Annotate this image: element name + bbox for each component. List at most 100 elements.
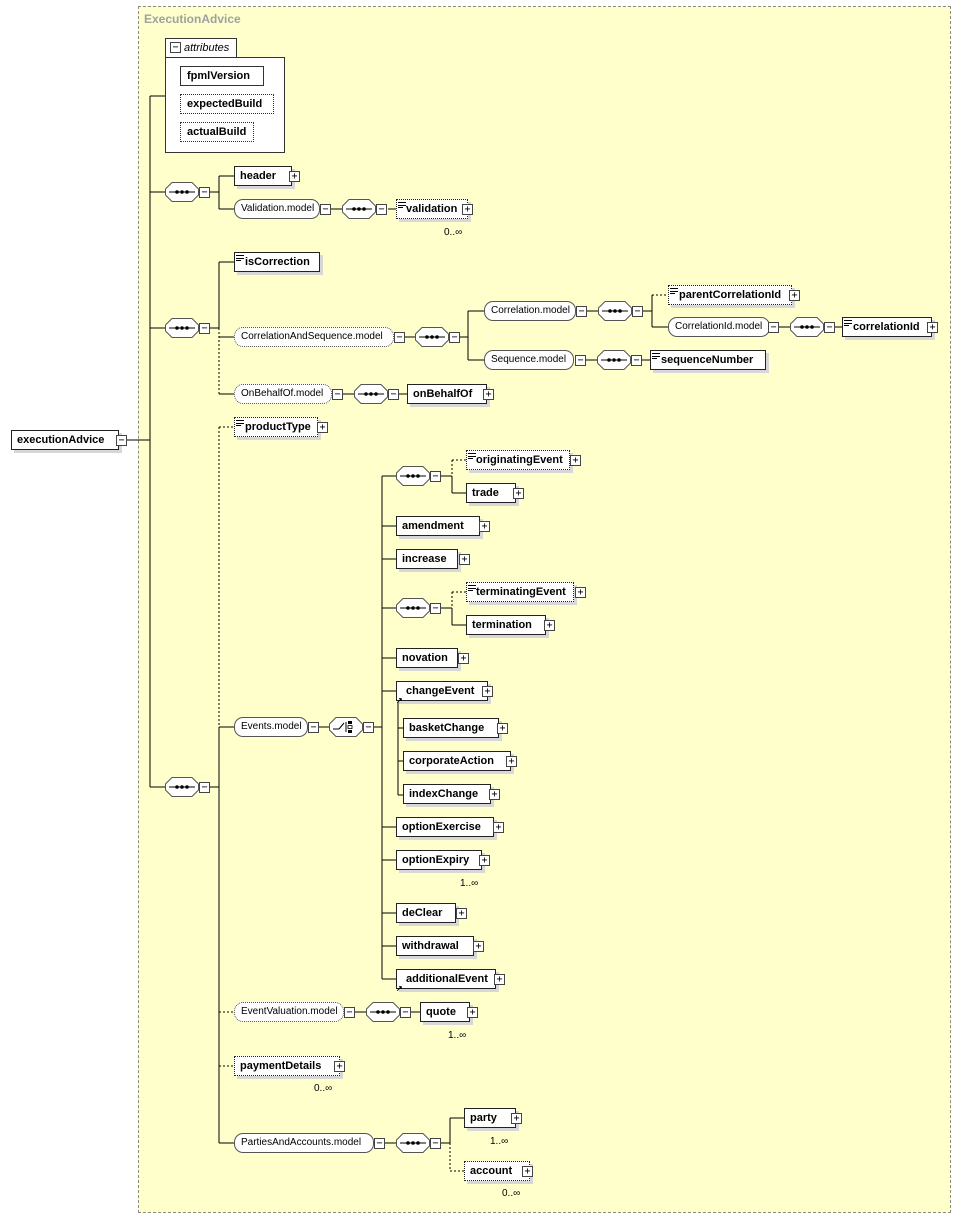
collapse-icon[interactable]: − [388,389,399,400]
collapse-icon[interactable]: − [199,782,210,793]
element-terminatingevent[interactable]: terminatingEvent [466,582,574,602]
expand-icon[interactable]: + [473,941,484,952]
element-account[interactable]: account [464,1161,533,1184]
attribute-fpmlversion[interactable]: fpmlVersion [180,66,264,86]
attribute-actualbuild[interactable]: actualBuild [180,122,254,142]
expand-icon[interactable]: + [482,686,493,697]
group-onbehalfof-model[interactable]: OnBehalfOf.model [234,384,332,404]
expand-icon[interactable]: + [789,290,800,301]
group-validation-model[interactable]: Validation.model [234,199,320,219]
element-basketchange[interactable]: basketChange [403,718,499,738]
expand-icon[interactable]: + [462,204,473,215]
collapse-icon[interactable]: − [575,355,586,366]
element-onbehalfof[interactable]: onBehalfOf [407,384,487,404]
sequence-compositor[interactable] [597,350,631,370]
collapse-icon[interactable]: − [824,322,835,333]
group-partiesandaccounts-model[interactable]: PartiesAndAccounts.model [234,1133,374,1153]
expand-icon[interactable]: + [497,723,508,734]
root-element-executionadvice[interactable]: executionAdvice [11,430,119,450]
element-validation[interactable]: validation [396,199,468,219]
group-eventvaluation-model[interactable]: EventValuation.model [234,1002,344,1022]
sequence-compositor[interactable] [396,598,430,618]
element-paymentdetails[interactable]: paymentDetails [234,1056,343,1079]
expand-icon[interactable]: + [522,1166,533,1177]
group-sequence-model[interactable]: Sequence.model [484,350,574,370]
collapse-icon[interactable]: − [374,1138,385,1149]
expand-icon[interactable]: + [334,1061,345,1072]
sequence-compositor[interactable] [165,182,199,202]
collapse-icon[interactable]: − [768,322,779,333]
collapse-icon[interactable]: − [199,323,210,334]
expand-icon[interactable]: + [479,855,490,866]
expand-icon[interactable]: + [289,171,300,182]
expand-icon[interactable]: + [456,908,467,919]
group-correlationandsequence-model[interactable]: CorrelationAndSequence.model [234,327,394,347]
element-additionalevent[interactable]: additionalEvent [396,969,496,989]
sequence-compositor[interactable] [415,327,449,347]
attributes-tab[interactable]: attributes [165,38,237,58]
choice-compositor[interactable] [329,717,363,737]
expand-icon[interactable]: + [479,521,490,532]
collapse-icon[interactable]: − [308,722,319,733]
element-optionexpiry[interactable]: optionExpiry [396,850,485,873]
collapse-icon[interactable]: − [344,1007,355,1018]
sequence-compositor[interactable] [165,318,199,338]
element-correlationid[interactable]: correlationId [842,317,932,337]
collapse-icon[interactable]: − [576,306,587,317]
expand-icon[interactable]: + [458,653,469,664]
expand-icon[interactable]: + [511,1113,522,1124]
collapse-icon[interactable]: − [394,332,405,343]
expand-icon[interactable]: + [489,789,500,800]
element-sequencenumber[interactable]: sequenceNumber [650,350,766,370]
collapse-icon[interactable]: − [632,306,643,317]
element-party[interactable]: party [464,1108,519,1131]
expand-icon[interactable]: + [493,822,504,833]
element-withdrawal[interactable]: withdrawal [396,936,474,956]
expand-icon[interactable]: + [483,389,494,400]
collapse-icon[interactable]: − [332,389,343,400]
expand-icon[interactable]: + [317,422,328,433]
element-termination[interactable]: termination [466,615,546,635]
element-indexchange[interactable]: indexChange [403,784,491,804]
element-iscorrection[interactable]: isCorrection [234,252,320,272]
element-quote[interactable]: quote [420,1002,473,1025]
element-producttype[interactable]: productType [234,417,318,437]
element-corporateaction[interactable]: corporateAction [403,751,511,771]
sequence-compositor[interactable] [342,199,376,219]
expand-icon[interactable]: + [506,756,517,767]
expand-icon[interactable]: + [927,322,938,333]
element-increase[interactable]: increase [396,549,458,569]
element-declear[interactable]: deClear [396,903,456,923]
group-correlationid-model[interactable]: CorrelationId.model [668,317,770,337]
expand-icon[interactable]: + [570,455,581,466]
element-changeevent[interactable]: changeEvent [396,681,488,701]
sequence-compositor[interactable] [366,1002,400,1022]
collapse-icon[interactable]: − [430,603,441,614]
attribute-expectedbuild[interactable]: expectedBuild [180,94,274,114]
expand-icon[interactable]: + [575,587,586,598]
sequence-compositor[interactable] [790,317,824,337]
collapse-icon[interactable]: − [376,204,387,215]
element-trade[interactable]: trade [466,483,516,503]
collapse-icon[interactable]: − [449,332,460,343]
expand-icon[interactable]: + [513,488,524,499]
collapse-icon[interactable]: − [363,722,374,733]
sequence-compositor[interactable] [354,384,388,404]
expand-icon[interactable]: + [459,554,470,565]
sequence-compositor[interactable] [396,466,430,486]
sequence-compositor[interactable] [396,1133,430,1153]
element-optionexercise[interactable]: optionExercise [396,817,494,837]
collapse-icon[interactable]: − [400,1007,411,1018]
collapse-icon[interactable]: − [430,1138,441,1149]
collapse-icon[interactable]: − [631,355,642,366]
collapse-icon[interactable]: − [170,42,181,53]
sequence-compositor[interactable] [165,777,199,797]
expand-icon[interactable]: + [467,1007,478,1018]
expand-icon[interactable]: + [544,620,555,631]
element-novation[interactable]: novation [396,648,458,668]
collapse-icon[interactable]: − [320,204,331,215]
collapse-icon[interactable]: − [430,471,441,482]
sequence-compositor[interactable] [598,301,632,321]
collapse-icon[interactable]: − [199,187,210,198]
group-events-model[interactable]: Events.model [234,717,308,737]
